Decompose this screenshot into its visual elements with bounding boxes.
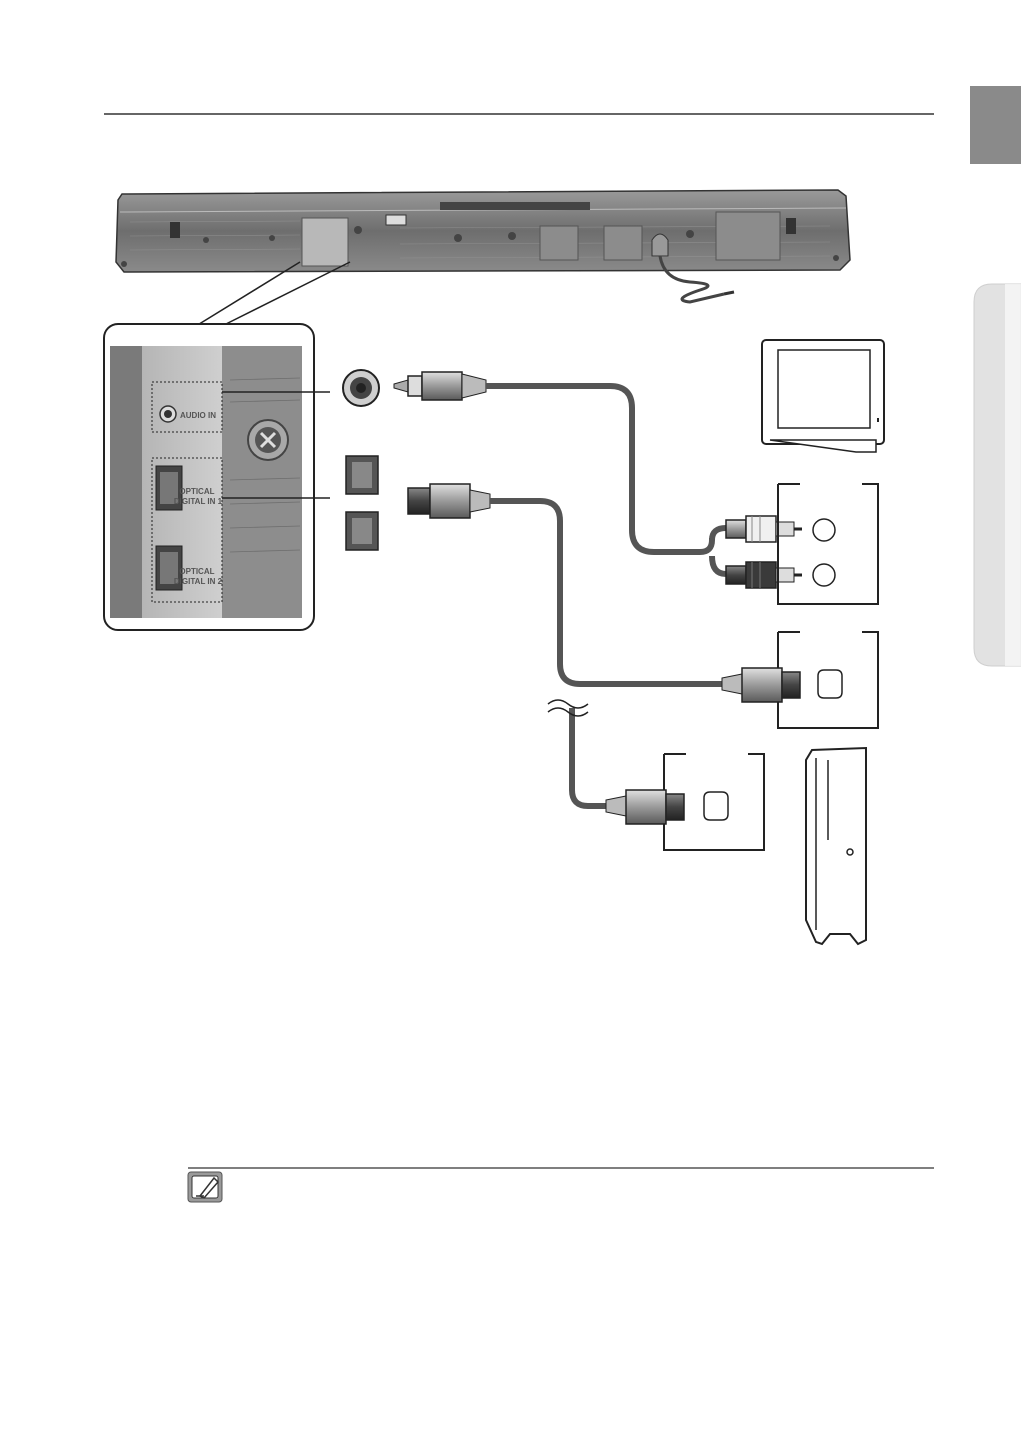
tv-icon [762,340,884,452]
optical-cable-branch [572,708,606,806]
optical-1-label: OPTICAL DIGITAL IN 1 [174,487,223,506]
stereo-mini-plug-icon [394,372,486,400]
optical-port-player-icon [704,792,728,820]
optical-plug-left-icon [408,484,490,518]
input-panel-zoom: AUDIO IN OPTICAL DIGITAL IN 1 OPTICAL DI… [104,324,314,630]
rca-plug-white-icon [726,516,802,542]
optical-plug-player-icon [606,790,684,824]
soundbar [116,190,850,302]
optical-cable [490,501,722,684]
optical-plug-tv-icon [722,668,800,702]
optical-2-label: OPTICAL DIGITAL IN 2 [174,567,223,586]
disc-player-icon [806,748,866,944]
cable-break-icon [548,700,588,708]
note-icon [188,1172,222,1202]
audio-cable [486,386,712,552]
side-tab-dark [970,86,1021,164]
optical-port-tv-icon [818,670,842,698]
rca-plug-red-icon [726,562,802,588]
audio-in-label: AUDIO IN [180,411,216,420]
